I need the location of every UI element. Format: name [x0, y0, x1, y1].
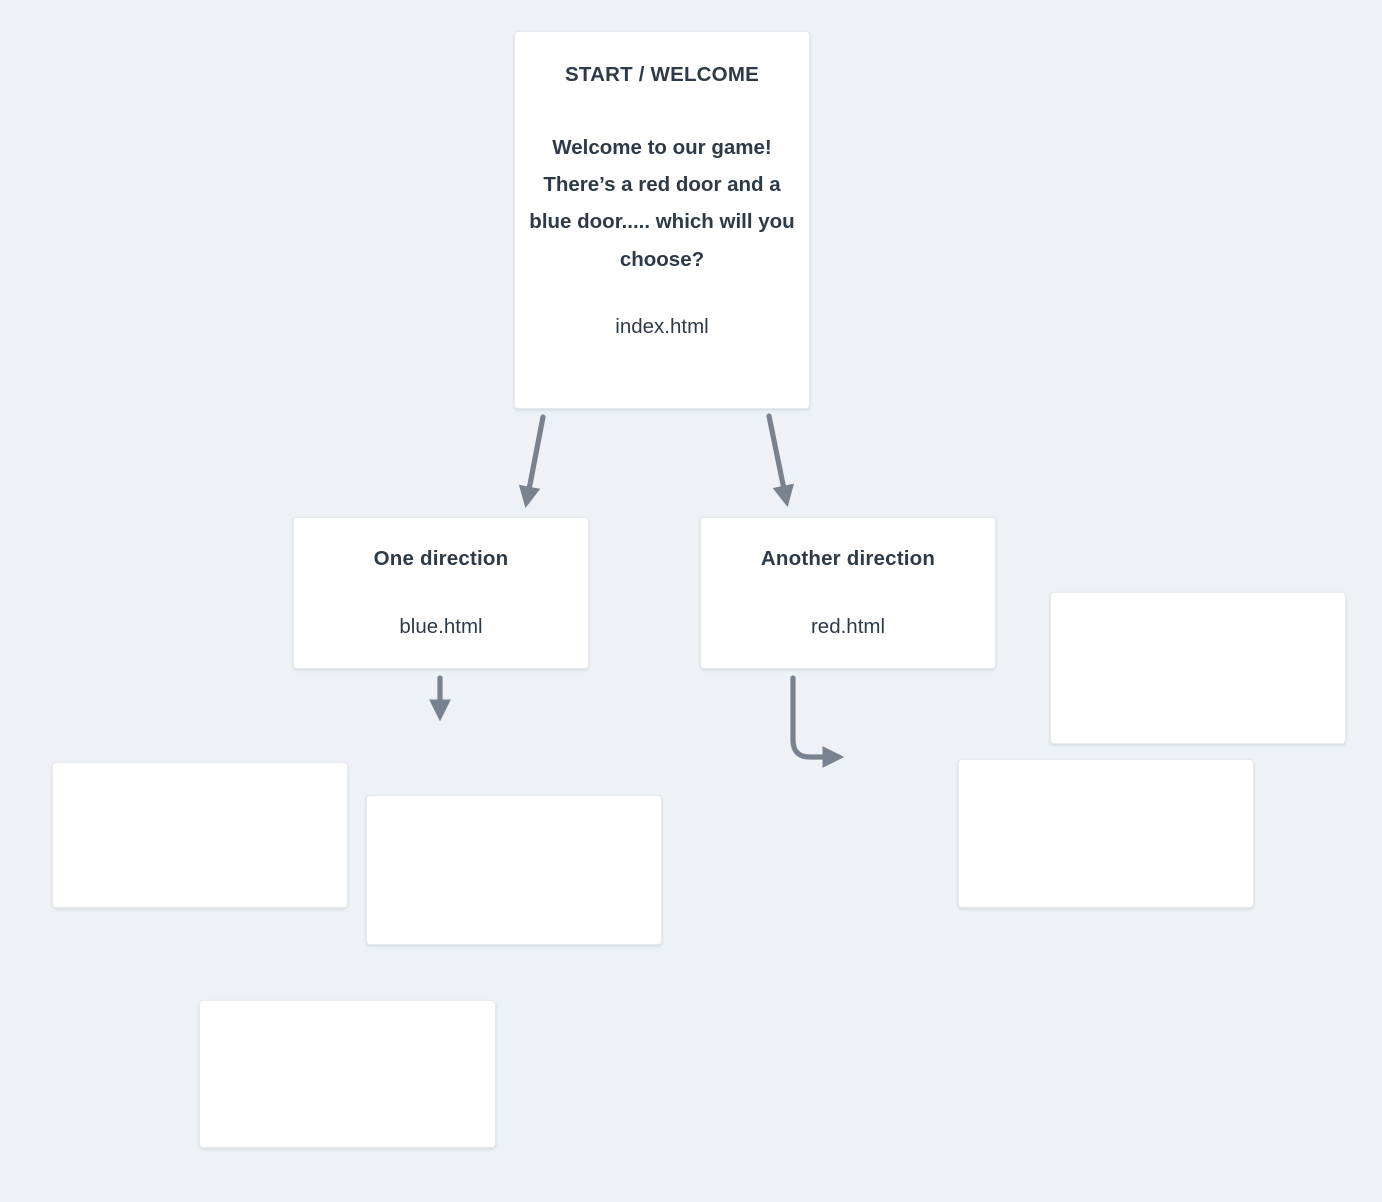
node-body: Welcome to our game! There’s a red door …	[529, 135, 795, 271]
node-card-blank-4[interactable]	[958, 759, 1254, 908]
node-title: One direction	[373, 547, 509, 570]
edge-red-elbow	[790, 675, 845, 768]
node-card-blank-5[interactable]	[199, 1000, 496, 1148]
node-card-red[interactable]: Another direction red.html	[700, 517, 996, 669]
edge-start-to-blue	[518, 414, 546, 509]
node-card-blank-3[interactable]	[1050, 592, 1346, 744]
node-filename: blue.html	[399, 614, 483, 638]
edge-start-to-red	[766, 413, 794, 508]
node-title: Another direction	[760, 547, 936, 570]
node-card-start[interactable]: START / WELCOME Welcome to our game! The…	[514, 31, 810, 409]
node-filename: index.html	[615, 314, 709, 338]
node-card-blue[interactable]: One direction blue.html	[293, 517, 589, 669]
node-card-blank-2[interactable]	[366, 795, 662, 945]
node-title: START / WELCOME	[565, 63, 759, 86]
node-card-blank-1[interactable]	[52, 762, 348, 908]
node-filename: red.html	[810, 614, 886, 638]
